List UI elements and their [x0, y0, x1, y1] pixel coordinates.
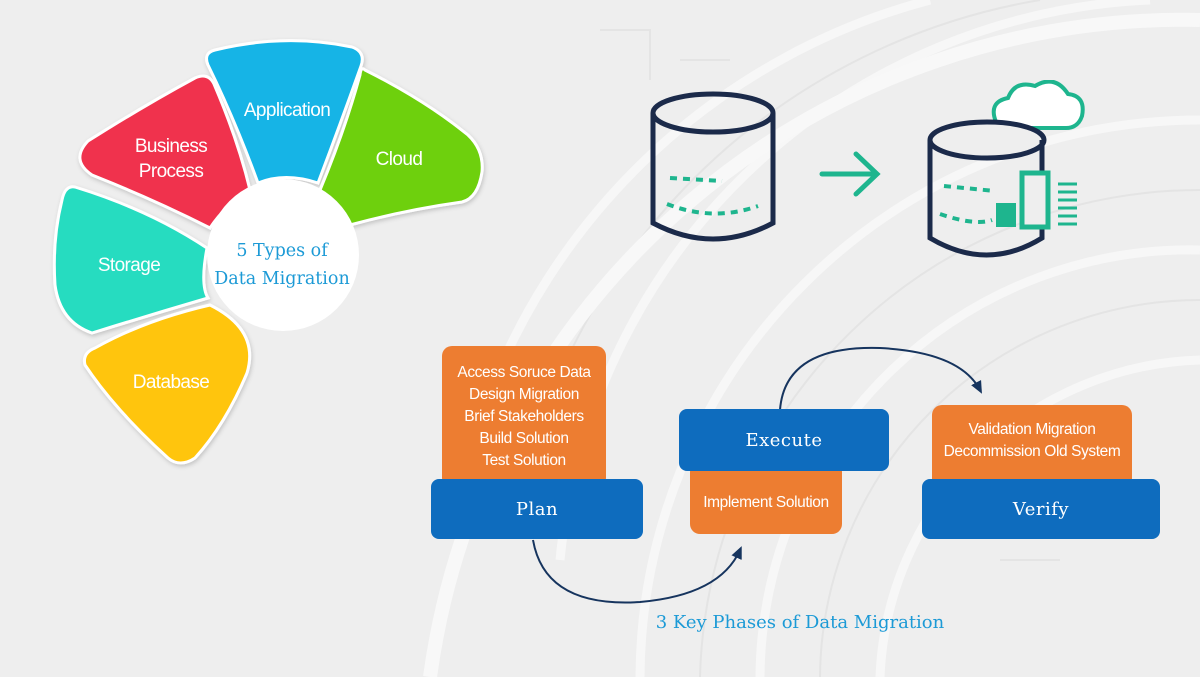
plan-task: Brief Stakeholders	[464, 408, 584, 425]
migration-types-title: 5 Types of Data Migration	[196, 237, 368, 293]
petal-label-database: Database	[133, 372, 210, 393]
execute-task: Implement Solution	[703, 494, 829, 511]
plan-task: Access Soruce Data	[457, 364, 591, 381]
migration-types-title-line1: 5 Types of	[236, 241, 328, 261]
plan-task: Test Solution	[482, 452, 566, 469]
verify-phase: Verify	[922, 479, 1160, 539]
arrow-execute-to-verify	[779, 346, 982, 411]
execute-label: Execute	[745, 429, 823, 451]
petal-label-application: Application	[244, 100, 330, 121]
petal-application	[205, 39, 364, 185]
petal-label-process: Process	[139, 161, 204, 182]
petal-cloud	[318, 67, 484, 227]
verify-task: Decommission Old System	[943, 443, 1121, 460]
phases-title: 3 Key Phases of Data Migration	[655, 612, 945, 633]
migration-types-title-line2: Data Migration	[214, 269, 350, 289]
cloud-database-icon	[927, 80, 1085, 258]
verify-tasks: Validation Migration Decommission Old Sy…	[932, 405, 1132, 491]
plan-tasks: Access Soruce Data Design Migration Brie…	[442, 346, 606, 488]
execute-phase: Execute	[679, 409, 889, 471]
verify-label: Verify	[1012, 498, 1070, 520]
petal-storage	[52, 185, 211, 335]
plan-task: Design Migration	[469, 386, 579, 403]
petal-label-storage: Storage	[98, 255, 160, 276]
petal-label-business: Business	[135, 136, 207, 157]
arrow-right-icon	[819, 151, 881, 197]
petal-label-cloud: Cloud	[376, 149, 423, 170]
plan-phase: Plan	[431, 479, 643, 539]
arrow-plan-to-execute	[532, 539, 742, 604]
center-disc	[207, 179, 359, 331]
plan-label: Plan	[515, 498, 559, 520]
petal-database	[83, 303, 252, 465]
plan-task: Build Solution	[479, 430, 569, 447]
execute-tasks: Implement Solution	[690, 462, 842, 534]
petal-business-process	[78, 74, 252, 230]
migration-types-diagram: Database Storage Business Process Applic…	[52, 39, 484, 465]
database-icon	[650, 91, 776, 242]
verify-task: Validation Migration	[968, 421, 1096, 438]
database-illustration	[650, 80, 1085, 258]
